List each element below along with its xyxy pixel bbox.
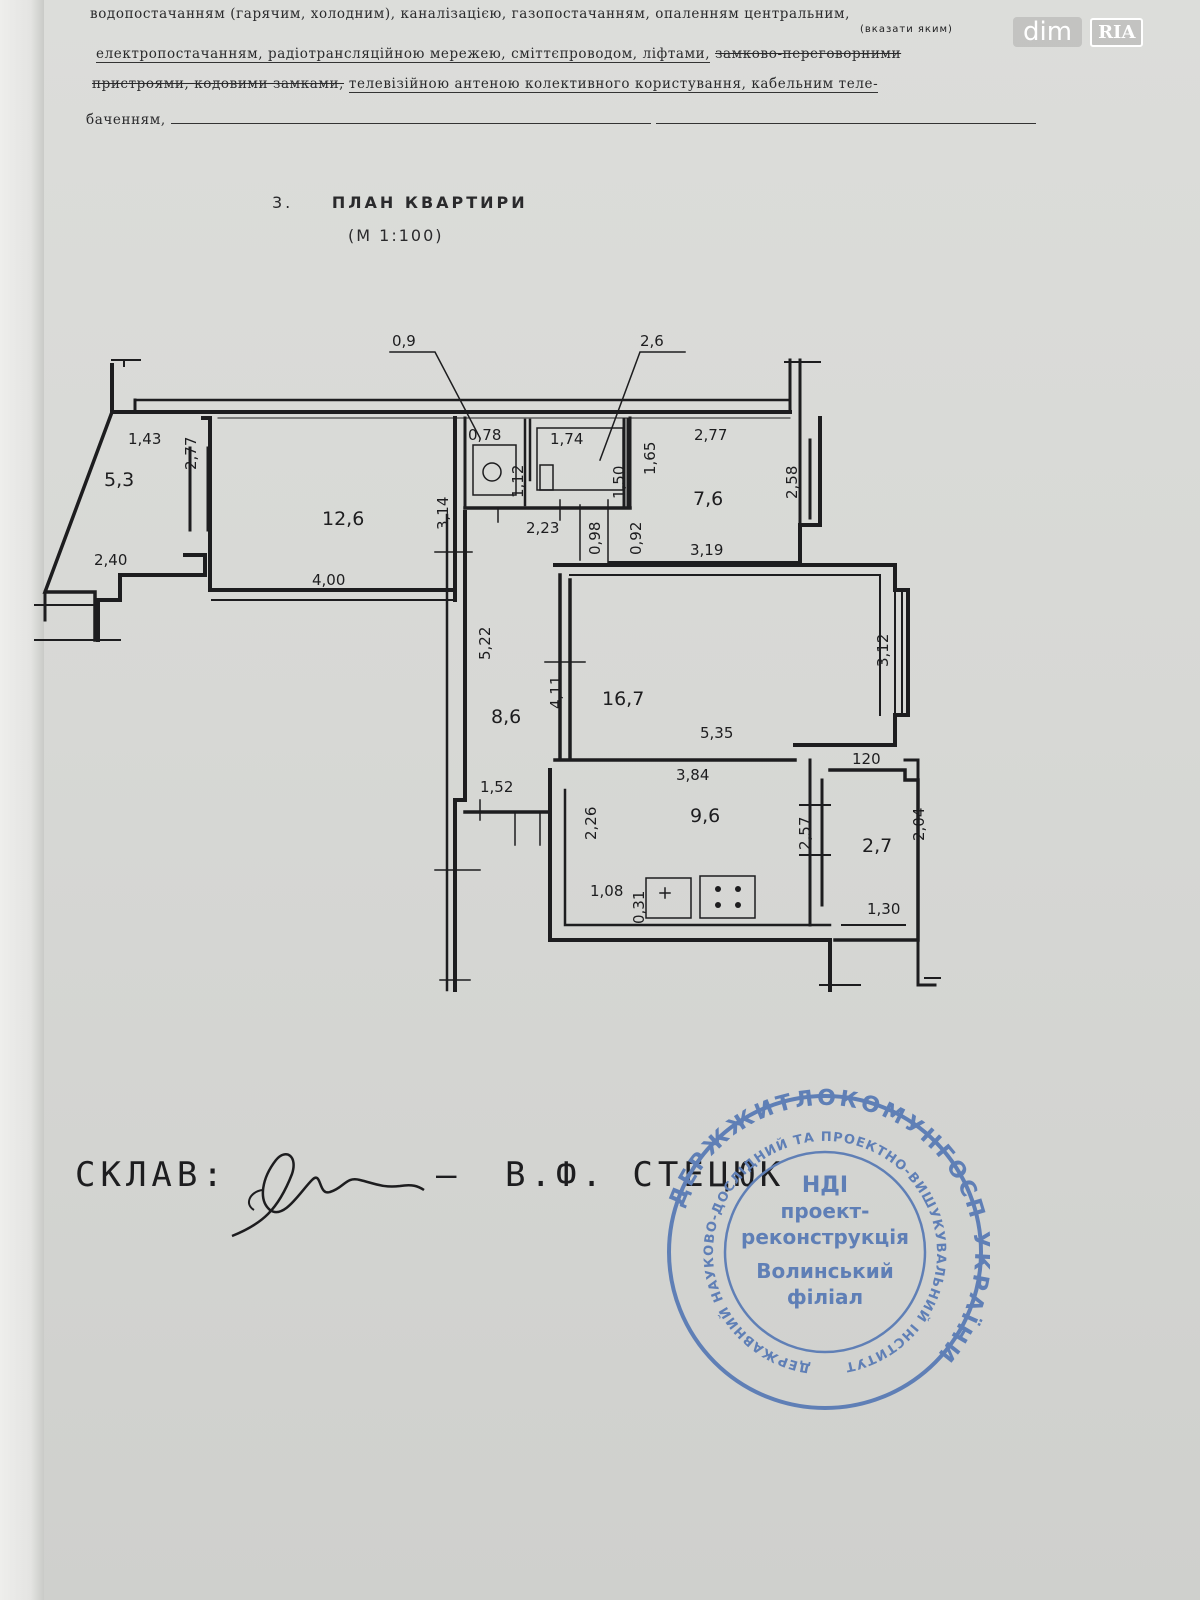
- utilities-line-3-a: пристроями, кодовими замками,: [92, 76, 345, 92]
- dim-1-43: 1,43: [128, 430, 161, 448]
- dim-1-50: 1,50: [610, 466, 628, 499]
- dim-2-26: 2,26: [582, 807, 600, 840]
- area-7-6: 7,6: [693, 488, 723, 510]
- blank-line-a: [170, 123, 651, 124]
- section-number: 3.: [272, 193, 294, 212]
- dim-1-12: 1,12: [509, 465, 527, 498]
- watermark-dim: dim: [1013, 17, 1083, 47]
- dim-0-9: 0,9: [392, 332, 416, 350]
- leader-09: [389, 351, 482, 440]
- page-fold: [0, 0, 44, 1600]
- room-167-walls: [553, 563, 910, 747]
- area-8-6: 8,6: [491, 706, 521, 728]
- storage-walls: [828, 768, 920, 942]
- dim-3-84: 3,84: [676, 766, 709, 784]
- dim-3-12: 3,12: [874, 634, 892, 667]
- watermark: dim RIA: [1013, 12, 1144, 52]
- utilities-line-2-b: замково-переговорними: [715, 46, 902, 62]
- leader-26: [599, 351, 686, 461]
- area-12-6: 12,6: [322, 508, 364, 530]
- dim-0-98: 0,98: [586, 522, 604, 555]
- wall-top: [110, 363, 792, 414]
- utilities-line-3: пристроями, кодовими замками, телевізійн…: [92, 76, 879, 93]
- area-9-6: 9,6: [690, 805, 720, 827]
- utilities-line-4-text: баченням,: [86, 112, 166, 128]
- dim-2-23: 2,23: [526, 519, 559, 537]
- dim-1-30: 1,30: [867, 900, 900, 918]
- plan-title: 3. ПЛАН КВАРТИРИ: [272, 193, 528, 212]
- dim-0-31: 0,31: [630, 891, 648, 924]
- compiled-by-label: СКЛАВ:: [75, 1155, 228, 1195]
- bathtub: [536, 427, 624, 491]
- dim-1-08: 1,08: [590, 882, 623, 900]
- dim-0-78: 0,78: [468, 426, 501, 444]
- dim-2-57: 2,57: [796, 817, 814, 850]
- stamp-line-4: Волинський: [756, 1259, 894, 1283]
- plan-scale: (М 1:100): [348, 226, 444, 245]
- toilet: [472, 444, 517, 496]
- area-5-3: 5,3: [104, 469, 134, 491]
- dim-4-11: 4,11: [547, 676, 565, 709]
- dim-5-35: 5,35: [700, 724, 733, 742]
- stamp-line-2: проект-: [781, 1199, 870, 1223]
- dim-2-6: 2,6: [640, 332, 664, 350]
- stove: [699, 875, 756, 919]
- author-name: В.Ф. СТЕЦЮК: [505, 1155, 786, 1195]
- blank-line-b: [655, 123, 1036, 124]
- dim-2-58: 2,58: [783, 466, 801, 499]
- utilities-line-4: баченням,: [86, 112, 1036, 128]
- stamp-ring-text: ДЕРЖАВНИЙ НАУКОВО-ДОСЛІДНИЙ ТА ПРОЕКТНО-…: [702, 1130, 948, 1375]
- dim-1-20: 120: [852, 750, 881, 768]
- dim-2-77-left: 2,77: [182, 437, 200, 470]
- corridor-left-wall: [453, 510, 467, 992]
- utilities-line-2: електропостачанням, радіотрансляційною м…: [96, 46, 902, 63]
- balcony-wall: [42, 409, 115, 642]
- stamp-line-5: філіал: [787, 1285, 863, 1309]
- sink: [645, 877, 692, 919]
- area-2-7: 2,7: [862, 835, 892, 857]
- area-16-7: 16,7: [602, 688, 644, 710]
- utilities-line-2-a: електропостачанням, радіотрансляційною м…: [96, 46, 711, 63]
- dim-3-19: 3,19: [690, 541, 723, 559]
- stamp-line-3: реконструкція: [741, 1225, 909, 1249]
- wall-room-126: [201, 416, 457, 592]
- signature-dash: –: [436, 1155, 462, 1195]
- utilities-line-3-b: телевізійною антеною колективного корист…: [348, 76, 879, 93]
- dim-2-04: 2,04: [910, 808, 928, 841]
- dim-3-14: 3,14: [434, 497, 452, 530]
- plan-title-text: ПЛАН КВАРТИРИ: [331, 193, 528, 212]
- dim-0-92: 0,92: [627, 522, 645, 555]
- kitchen-walls: [548, 768, 832, 992]
- organization-stamp: ДЕРЖЖИТЛОКОМУНГОСП УКРАЇНИ ДЕРЖАВНИЙ НАУ…: [664, 1086, 990, 1410]
- watermark-ria: RIA: [1090, 17, 1144, 47]
- dim-1-74: 1,74: [550, 430, 583, 448]
- utilities-hint: (вказати яким): [860, 24, 953, 35]
- dim-1-65: 1,65: [641, 442, 659, 475]
- dim-4-00: 4,00: [312, 571, 345, 589]
- dim-2-77-right: 2,77: [694, 426, 727, 444]
- stamp-line-1: НДІ: [802, 1173, 848, 1198]
- dim-2-40: 2,40: [94, 551, 127, 569]
- dim-5-22: 5,22: [476, 627, 494, 660]
- utilities-line-1: водопостачанням (гарячим, холодним), кан…: [90, 6, 851, 22]
- dim-1-52: 1,52: [480, 778, 513, 796]
